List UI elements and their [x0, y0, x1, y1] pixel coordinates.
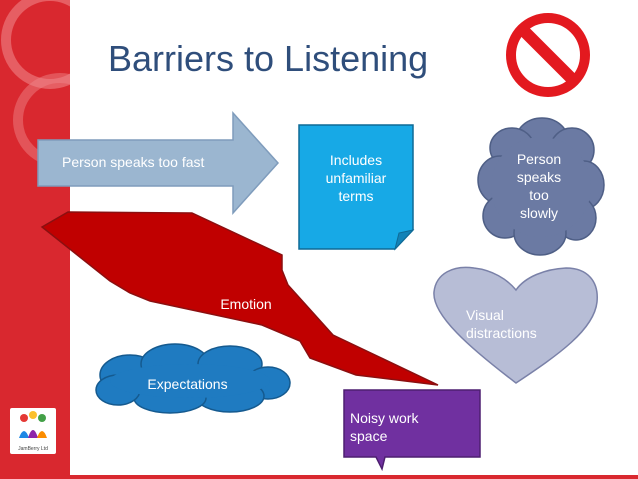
note-line: terms: [338, 188, 374, 204]
no-entry-icon: [506, 13, 590, 97]
callout-shape: [343, 389, 481, 472]
note-line: unfamiliar: [325, 170, 387, 186]
lightning-shape: [40, 211, 439, 386]
heart-shape: [433, 266, 598, 384]
callout-label: Noisy work space: [350, 409, 475, 445]
callout-line: Noisy work: [350, 410, 419, 426]
cloud-top-line: too: [529, 187, 549, 203]
arrow-label: Person speaks too fast: [62, 154, 205, 170]
note-label: Includes unfamiliar terms: [300, 151, 412, 205]
company-logo-icon: JamBerry Ltd: [10, 408, 56, 454]
note-line: Includes: [329, 152, 383, 168]
slide-title: Barriers to Listening: [108, 38, 429, 79]
cloud-bottom-label: Expectations: [147, 376, 228, 392]
heart-line: distractions: [466, 325, 537, 341]
cloud-top-line: speaks: [516, 169, 562, 185]
callout-line: space: [350, 428, 388, 444]
cloud-top-label: Person speaks too slowly: [497, 150, 581, 222]
lightning-label: Emotion: [220, 296, 272, 312]
logo-label: JamBerry Ltd: [18, 446, 48, 452]
heart-label: Visual distractions: [466, 306, 566, 342]
cloud-top-line: slowly: [519, 205, 559, 221]
heart-line: Visual: [466, 307, 504, 323]
arrow-shape: [37, 111, 280, 215]
cloud-shape-bottom: [95, 343, 291, 414]
cloud-top-line: Person: [516, 151, 562, 167]
cloud-shape-top: [477, 117, 605, 256]
bottom-accent-line: [70, 475, 638, 479]
